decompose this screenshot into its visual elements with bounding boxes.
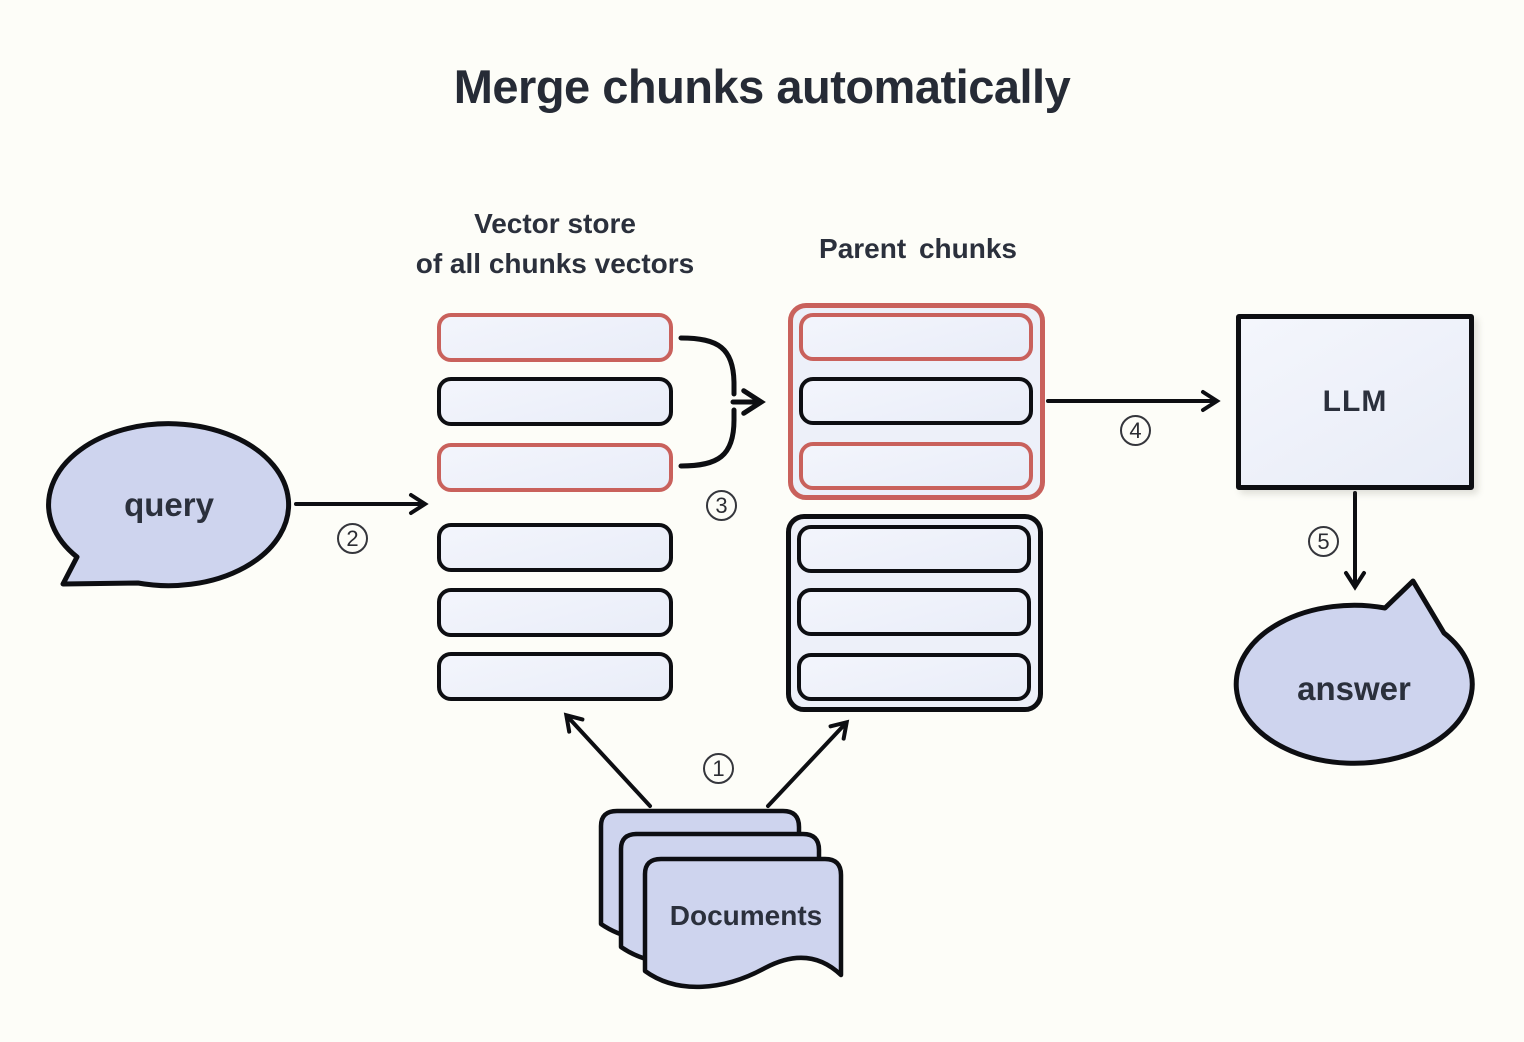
vector-store-chunk-2 <box>437 377 673 426</box>
step-badge-2: 2 <box>337 523 368 554</box>
step-badge-1: 1 <box>703 753 734 784</box>
answer-node-label: answer <box>1297 670 1411 707</box>
page-title: Merge chunks automatically <box>453 60 1071 113</box>
query-bubble <box>46 421 292 589</box>
parent-group1-chunk-3 <box>799 442 1033 490</box>
parent-chunks-label: Parent chunks <box>819 233 1017 264</box>
parent-group1-chunk-1 <box>799 313 1033 361</box>
merge-brace-bottom <box>678 407 737 469</box>
parent-group2-chunk-2 <box>797 588 1031 636</box>
step-badge-3: 3 <box>706 490 737 521</box>
document-page-front <box>642 856 844 990</box>
vector-store-label-line1: Vector store <box>474 208 636 239</box>
vector-store-chunk-4 <box>437 523 673 572</box>
query-node-label: query <box>124 486 214 523</box>
vector-store-label-line2: of all chunks vectors <box>415 248 695 279</box>
step-badge-5: 5 <box>1308 526 1339 557</box>
arrow-documents-to-vector-store <box>563 712 652 808</box>
parent-group2-chunk-1 <box>797 525 1031 573</box>
vector-store-chunk-3 <box>437 443 673 492</box>
parent-chunk-group-1 <box>788 303 1045 500</box>
step-badge-4: 4 <box>1120 415 1151 446</box>
merge-brace-top <box>678 335 737 397</box>
answer-bubble <box>1233 578 1475 766</box>
documents-node-label: Documents <box>669 900 823 931</box>
parent-group1-chunk-2 <box>799 377 1033 425</box>
arrow-documents-to-parent-chunks <box>766 719 850 808</box>
vector-store-chunk-6 <box>437 652 673 701</box>
vector-store-chunk-1 <box>437 313 673 362</box>
parent-chunk-group-2 <box>786 514 1043 712</box>
vector-store-label: Vector store of all chunks vectors <box>330 204 780 284</box>
vector-store-chunk-5 <box>437 588 673 637</box>
parent-group2-chunk-3 <box>797 653 1031 701</box>
llm-node: LLM <box>1236 314 1474 490</box>
